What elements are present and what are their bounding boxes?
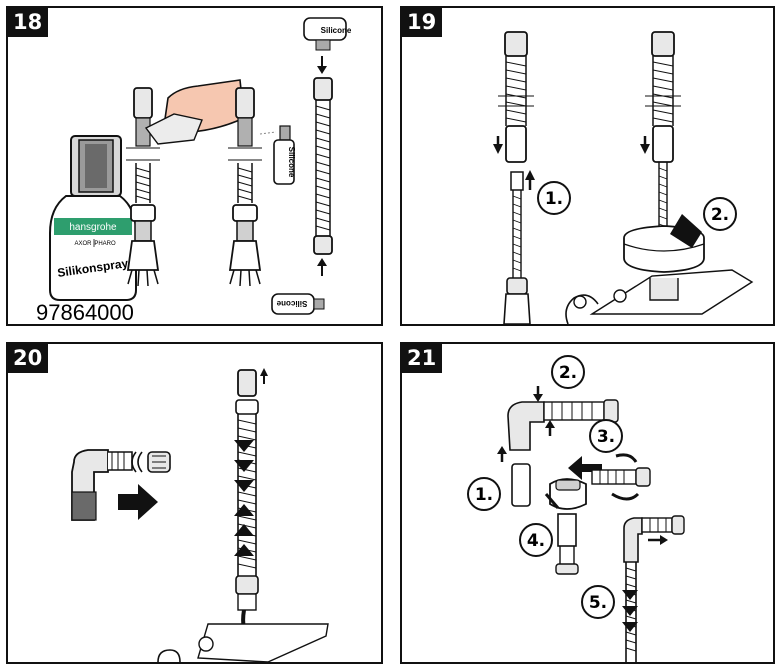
svg-text:3.: 3. — [597, 427, 615, 447]
elbow-fitting-assembly — [71, 449, 171, 521]
assembled-hose — [565, 31, 754, 324]
step-1-marker: 1. — [537, 181, 571, 215]
sub-brand-axor: AXOR — [74, 241, 92, 247]
hose-being-sprayed — [228, 87, 262, 287]
step-2-marker: 2. — [703, 197, 737, 231]
middle-fitting — [544, 453, 651, 575]
step-20-panel: 20 — [6, 342, 383, 664]
brand-logo-text: hansgrohe — [69, 222, 117, 233]
step-number: 19 — [402, 8, 443, 37]
step-3-marker: 3. — [589, 419, 623, 453]
spray-can-side: Silicone — [259, 125, 296, 185]
step-number: 21 — [402, 344, 443, 373]
step-18-illustration: hansgrohe AXOR PHARO Silikonspray 978640… — [36, 17, 352, 324]
step-5-marker: 5. — [581, 585, 615, 619]
spray-label-top: Silicone — [321, 26, 352, 35]
exploded-hose — [493, 31, 535, 324]
step-21-illustration: 2. 1. 3. 4. — [467, 355, 685, 662]
spray-label-bottom: Silicone — [276, 299, 307, 308]
step-21-panel: 21 2. 1. 3. — [400, 342, 775, 664]
step-1-marker: 1. — [467, 477, 501, 511]
step-2-marker: 2. — [551, 355, 585, 389]
hand-with-cloth-illustration — [144, 79, 245, 145]
silicone-spray-bottle: hansgrohe AXOR PHARO Silikonspray — [49, 135, 137, 301]
svg-text:1.: 1. — [475, 485, 493, 505]
vertical-hose-installed — [157, 368, 329, 662]
svg-text:4.: 4. — [527, 531, 545, 551]
step-19-illustration: 1. 2. — [493, 31, 754, 324]
step-number: 20 — [8, 344, 49, 373]
step-18-panel: 18 hansgrohe AXOR PHARO Silikonspray 978… — [6, 6, 383, 326]
step-19-panel: 19 1. — [400, 6, 775, 326]
step-20-illustration — [71, 368, 329, 662]
sub-brand-pharo: PHARO — [94, 241, 116, 247]
svg-text:5.: 5. — [589, 593, 607, 613]
svg-text:2.: 2. — [559, 363, 577, 383]
spray-label: Silicone — [287, 147, 296, 178]
step-number: 18 — [8, 8, 49, 37]
hose-being-wiped — [126, 87, 160, 287]
step-4-marker: 4. — [519, 523, 553, 557]
part-number: 97864000 — [36, 300, 134, 324]
long-hose: Silicone Silicone — [271, 17, 352, 315]
elbow-assembly-top — [497, 386, 619, 507]
svg-text:1.: 1. — [545, 189, 563, 209]
svg-text:2.: 2. — [711, 205, 729, 225]
lower-fitting-with-hose — [622, 515, 685, 662]
